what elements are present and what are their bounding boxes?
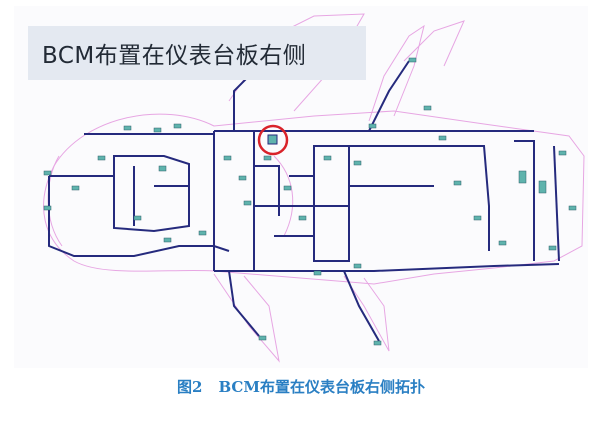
right-spur (553, 145, 560, 262)
figure-caption: 图2 BCM布置在仪表台板右侧拓扑 (0, 376, 602, 397)
connector (368, 123, 377, 129)
mirror-wing-upper (368, 24, 425, 122)
connector (438, 135, 447, 141)
connector (158, 165, 167, 172)
connector (153, 127, 162, 133)
connector (548, 245, 557, 251)
topology-figure: BCM布置在仪表台板右侧 (14, 6, 588, 368)
cabin-cross (349, 145, 490, 251)
connector (258, 335, 267, 341)
connector (133, 215, 142, 221)
inner-fold (273, 155, 294, 237)
connector (71, 185, 80, 191)
connector (283, 185, 292, 191)
diagram-title: BCM布置在仪表台板右侧 (42, 43, 307, 69)
connectors (43, 57, 577, 346)
connector (43, 170, 52, 176)
connector (498, 240, 507, 246)
connector (453, 180, 462, 186)
bcm-highlight-circle (257, 124, 289, 156)
connector (43, 205, 52, 211)
connector (163, 237, 172, 243)
connector (568, 205, 577, 211)
caption-text: BCM布置在仪表台板右侧拓扑 (218, 378, 425, 396)
connector (473, 215, 482, 221)
connector (263, 155, 272, 161)
bcm-connector (267, 134, 278, 145)
connector (198, 230, 207, 236)
cabin-box (313, 145, 350, 262)
upper-spur-right (368, 60, 410, 132)
connector (423, 105, 432, 111)
harness-trunk (48, 60, 560, 342)
harness-topology-diagram (43, 13, 585, 363)
connector (408, 57, 417, 63)
title-banner: BCM布置在仪表台板右侧 (28, 26, 366, 80)
lower-wing-left (213, 273, 280, 363)
lower-spur-left (228, 270, 260, 337)
connector (123, 125, 132, 131)
connector (373, 340, 382, 346)
caption-number: 图2 (177, 378, 203, 396)
door-wing-upper-right (403, 20, 465, 67)
connector (173, 123, 182, 129)
connector (538, 180, 547, 194)
body-outline (43, 110, 585, 285)
left-box (113, 155, 190, 233)
connector (243, 200, 252, 206)
dash-bottom (214, 263, 560, 272)
connector (238, 175, 247, 181)
left-upper-run (84, 133, 215, 144)
inner-branch (254, 165, 280, 216)
connector (323, 155, 332, 161)
connector (97, 155, 106, 161)
connector (518, 170, 527, 184)
right-rail (514, 140, 535, 261)
connector (558, 150, 567, 156)
lower-spur-right (343, 270, 380, 342)
lower-wing-right (343, 275, 390, 352)
connector (313, 270, 322, 276)
connector (223, 155, 232, 161)
front-bumper (47, 155, 63, 247)
connector (353, 263, 362, 269)
connector (298, 215, 307, 221)
connector (353, 160, 362, 166)
